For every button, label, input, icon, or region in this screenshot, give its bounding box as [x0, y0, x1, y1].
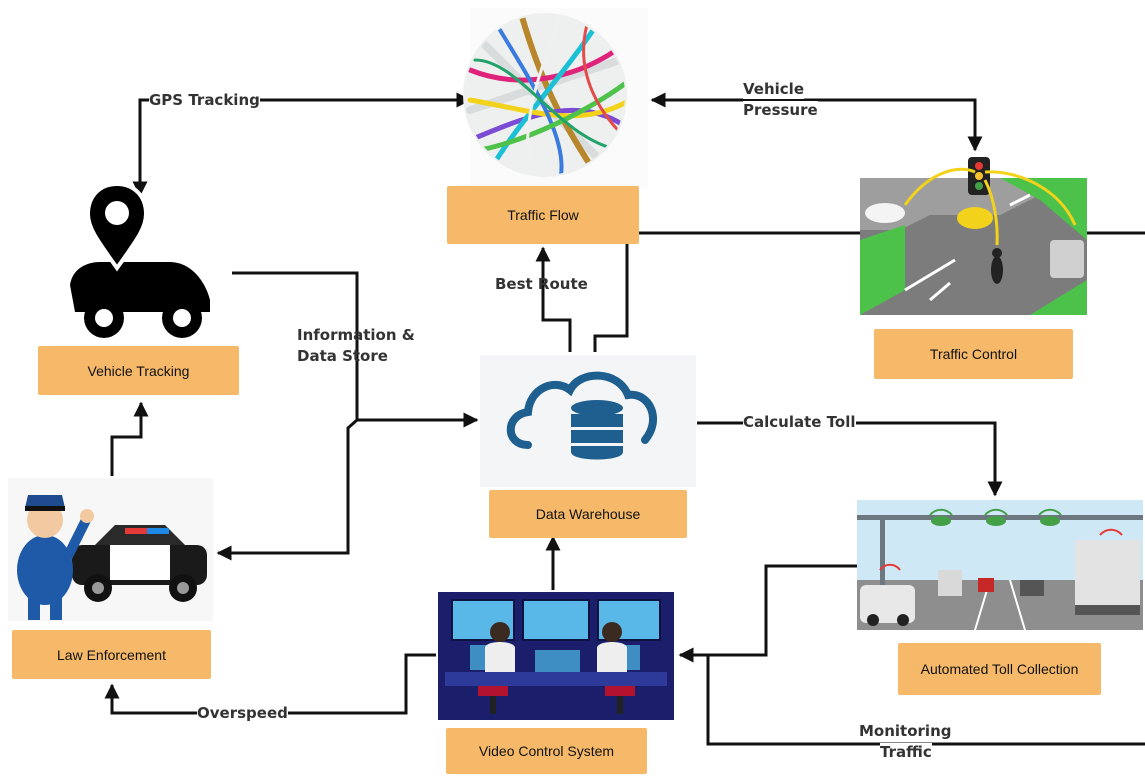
edge-monitoring [706, 656, 1145, 746]
edge-vehicle-pressure [650, 92, 983, 152]
edge-calculate-toll [697, 421, 1003, 497]
vehicle-pin-icon [70, 181, 210, 338]
info-store-label-line1: Information & [297, 326, 415, 344]
best-route-label: Best Route [495, 275, 588, 293]
edge-traffic-control-to-warehouse [593, 231, 860, 352]
monitoring-label-line1: Monitoring [859, 722, 952, 741]
edge-gps-tracking [132, 92, 472, 197]
monitoring-label-line2: Traffic [880, 743, 932, 762]
edge-info-store [232, 271, 479, 428]
law-enforcement-box: Law Enforcement [12, 630, 211, 679]
connectors [104, 92, 1145, 746]
vehicle-pressure-label-line2: Pressure [743, 101, 818, 120]
intersection-icon [860, 157, 1087, 315]
police-officer-car-icon [8, 478, 213, 621]
info-store-label-line2: Data Store [297, 347, 388, 365]
vehicle-pressure-label-line1: Vehicle [743, 80, 804, 99]
vehicle-tracking-box: Vehicle Tracking [38, 346, 239, 395]
traffic-control-box: Traffic Control [874, 329, 1073, 379]
automated-toll-collection-box: Automated Toll Collection [898, 643, 1101, 695]
edge-best-route [535, 246, 572, 352]
cloud-database-icon [480, 355, 696, 487]
calculate-toll-label: Calculate Toll [743, 413, 856, 432]
gps-tracking-label: GPS Tracking [149, 91, 260, 110]
control-room-icon [438, 592, 674, 720]
traffic-map-icon [463, 8, 648, 188]
overspeed-label: Overspeed [197, 704, 288, 723]
edge-overspeed [104, 653, 436, 715]
video-control-system-box: Video Control System [446, 728, 647, 774]
edge-toll-to-video [678, 564, 857, 663]
data-warehouse-box: Data Warehouse [489, 490, 687, 538]
toll-gantry-icon [857, 500, 1143, 631]
traffic-flow-box: Traffic Flow [447, 186, 639, 244]
edge-law-to-vehicle [110, 401, 149, 476]
edge-warehouse-to-law [216, 418, 358, 561]
